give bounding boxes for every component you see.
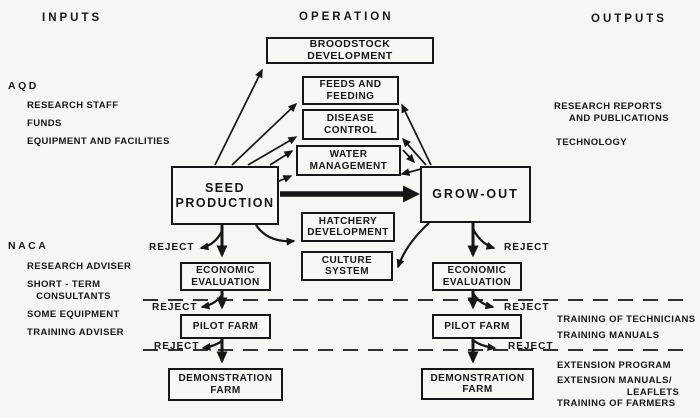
box-pilot-farm-left: PILOT FARM (180, 314, 271, 339)
output-research-reports: RESEARCH REPORTS AND PUBLICATIONS (554, 101, 670, 124)
label-aqd: AQD (8, 80, 39, 92)
arrow-reject-right-2 (471, 292, 495, 310)
output-training-manuals: TRAINING MANUALS (557, 330, 660, 341)
header-operation: OPERATION (299, 11, 394, 23)
arrow-seed-to-hatchery (255, 224, 296, 246)
reject-label-left-3: REJECT (154, 341, 200, 352)
arrow-reject-right-1 (471, 228, 496, 250)
label-naca: NACA (8, 240, 49, 252)
reject-label-left-2: REJECT (152, 302, 198, 313)
arrow-seed-to-broodstock (214, 68, 263, 166)
aqd-item-research-staff: RESEARCH STAFF (27, 100, 119, 111)
box-feeds-and-feeding: FEEDS AND FEEDING (302, 76, 399, 105)
arrow-seed-to-feeds (231, 102, 298, 166)
header-outputs: OUTPUTS (591, 13, 667, 25)
box-demonstration-farm-right: DEMONSTRATION FARM (421, 368, 534, 400)
output-training-farmers: TRAINING OF FARMERS (557, 398, 676, 409)
box-culture-system: CULTURE SYSTEM (301, 251, 393, 281)
arrow-reject-left-2 (200, 292, 225, 310)
naca-item-training-adviser: TRAINING ADVISER (27, 327, 124, 338)
arrow-water-to-growout (402, 149, 416, 164)
box-grow-out: GROW-OUT (420, 166, 531, 223)
box-seed-production: SEED PRODUCTION (171, 166, 279, 225)
arrow-seed-to-growout-head (403, 185, 420, 203)
reject-label-right-3: REJECT (508, 341, 554, 352)
arrow-seed-to-disease (247, 136, 298, 166)
box-economic-evaluation-right: ECONOMIC EVALUATION (432, 262, 522, 291)
aqd-item-funds: FUNDS (27, 118, 62, 129)
box-economic-evaluation-left: ECONOMIC EVALUATION (180, 262, 271, 291)
output-training-technicians: TRAINING OF TECHNICIANS (557, 314, 696, 325)
header-inputs: INPUTS (42, 12, 103, 24)
arrow-growout-to-water (400, 168, 422, 176)
output-extension-manuals: EXTENSION MANUALS/ LEAFLETS (557, 375, 680, 398)
box-hatchery-development: HATCHERY DEVELOPMENT (301, 212, 395, 242)
naca-item-research-adviser: RESEARCH ADVISER (27, 261, 132, 272)
box-disease-control: DISEASE CONTROL (302, 109, 399, 140)
naca-item-consultants: SHORT - TERM CONSULTANTS (27, 279, 111, 302)
naca-item-some-equipment: SOME EQUIPMENT (27, 309, 120, 320)
arrow-growout-to-disease (402, 137, 427, 166)
box-water-management: WATER MANAGEMENT (296, 145, 401, 176)
output-technology: TECHNOLOGY (556, 137, 628, 148)
reject-label-left-1: REJECT (149, 242, 195, 253)
arrow-reject-left-3 (201, 339, 224, 351)
arrow-growout-to-feeds (401, 103, 432, 166)
arrow-reject-left-1 (199, 230, 224, 251)
output-extension-program: EXTENSION PROGRAM (557, 360, 671, 371)
aqd-item-equipment: EQUIPMENT AND FACILITIES (27, 136, 170, 147)
reject-label-right-2: REJECT (504, 302, 550, 313)
arrow-growout-to-culture (396, 222, 430, 269)
arrow-seed-to-water-upper (269, 150, 294, 166)
box-demonstration-farm-left: DEMONSTRATION FARM (168, 368, 283, 401)
box-pilot-farm-right: PILOT FARM (432, 314, 522, 339)
box-broodstock-development: BROODSTOCK DEVELOPMENT (266, 37, 434, 64)
reject-label-right-1: REJECT (504, 242, 550, 253)
arrow-reject-right-3 (472, 339, 497, 351)
